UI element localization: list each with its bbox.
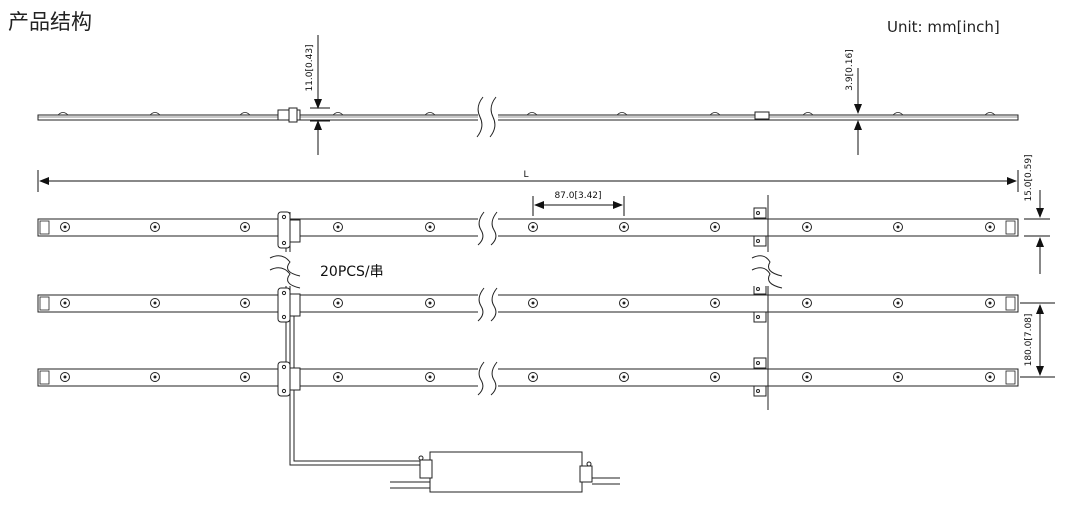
row-spacing-label: 180.0[7.08] [1024,314,1034,367]
thickness-label: 3.9[0.16] [845,49,855,90]
led-row-1 [60,222,995,232]
led-pitch-label: 87.0[3.42] [554,191,601,201]
strip-width-dimension [1024,190,1050,274]
left-connector-cable [277,211,301,462]
connector-height-dimension [310,35,330,155]
led-pitch-dimension [532,196,625,216]
string-note: 20PCS/串 [320,264,384,280]
power-driver [390,451,620,493]
left-cable-break [269,252,302,289]
row-spacing-dimension [1020,302,1055,378]
strip-row-3 [37,368,1019,387]
led-row-2 [60,298,995,308]
strip-break-symbols [477,211,498,396]
led-row-3 [60,372,995,382]
unit-label: Unit: mm[inch] [887,18,1000,36]
driver-wiring [289,458,430,466]
strip-width-label: 15.0[0.59] [1024,154,1034,201]
right-cable-break [751,252,783,289]
page-title: 产品结构 [8,10,92,34]
side-view-strip [37,107,1019,123]
strip-row-1 [37,218,1019,237]
right-connector-cable [753,195,769,410]
strip-row-2 [37,294,1019,313]
connector-height-label: 11.0[0.43] [305,44,315,91]
break-symbol [476,95,498,138]
length-dimension [37,170,1019,192]
length-label: L [523,170,528,180]
